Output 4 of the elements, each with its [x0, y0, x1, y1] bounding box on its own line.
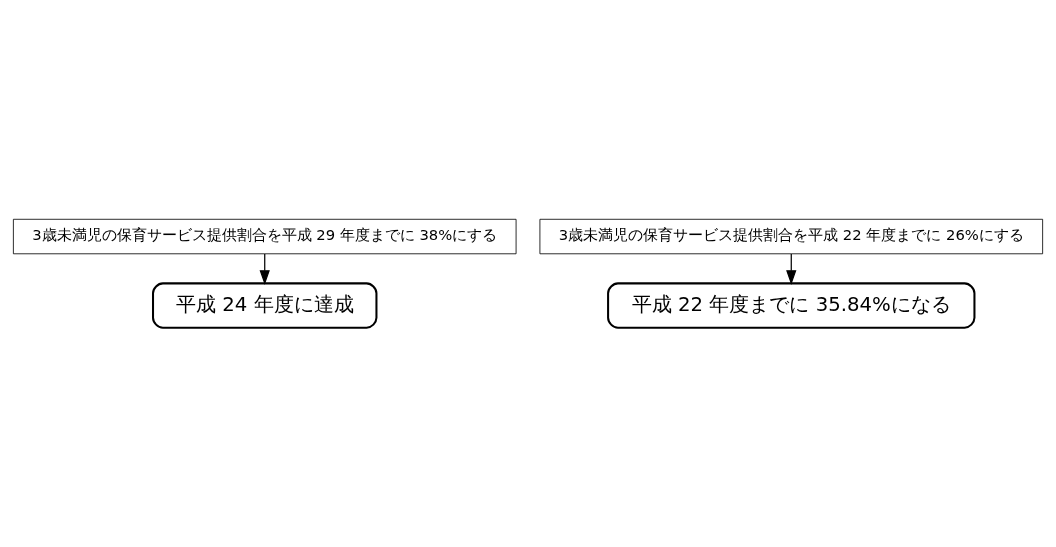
node-box: 平成 24 年度に達成 — [152, 282, 378, 329]
node-box: 3歳未満児の保育サービス提供割合を平成 29 年度までに 38%にする — [12, 218, 517, 255]
node-box: 平成 22 年度までに 35.84%になる — [607, 282, 976, 329]
node-box: 3歳未満児の保育サービス提供割合を平成 22 年度までに 26%にする — [539, 218, 1044, 255]
